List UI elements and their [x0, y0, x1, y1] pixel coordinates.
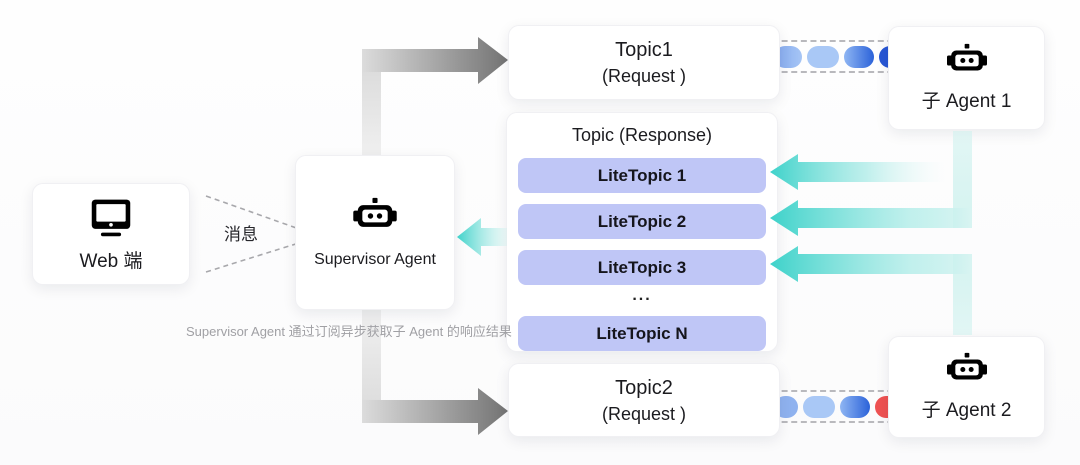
response-arrow-litetopic2: [770, 200, 972, 236]
topic1-title: Topic1: [615, 39, 673, 61]
web-client-label: Web 端: [79, 250, 143, 272]
queue-message-pill: [774, 45, 802, 68]
node-topic1-request: Topic1 (Request ): [508, 25, 780, 100]
litetopic-n: LiteTopic N: [518, 316, 766, 351]
diagram-caption: Supervisor Agent 通过订阅异步获取子 Agent 的响应结果: [186, 324, 512, 339]
topic2-subtitle: (Request ): [601, 403, 687, 424]
response-arrow-litetopic3: [770, 246, 972, 282]
litetopic-ellipsis: ...: [632, 287, 652, 304]
queue-message-pill: [840, 395, 870, 418]
node-topic-response: Topic (Response) LiteTopic 1 LiteTopic 2…: [506, 112, 778, 352]
node-sub-agent-2: 子 Agent 2: [888, 336, 1045, 438]
sub-agent-2-label: 子 Agent 2: [921, 400, 1012, 421]
message-queue-topic1: [772, 40, 905, 73]
sub-agent-2-response-line: [953, 254, 972, 335]
queue-message-pill: [803, 395, 835, 418]
message-queue-topic2: [772, 390, 903, 423]
robot-icon: [353, 197, 397, 227]
node-web-client: Web 端: [32, 183, 190, 285]
node-supervisor-agent: Supervisor Agent: [295, 155, 455, 310]
litetopic-2: LiteTopic 2: [518, 204, 766, 239]
sub-agent-1-label: 子 Agent 1: [921, 91, 1012, 112]
sub-agent-1-response-line: [953, 131, 972, 228]
robot-icon: [946, 43, 987, 71]
message-label: 消息: [224, 225, 258, 244]
supervisor-agent-label: Supervisor Agent: [314, 250, 436, 268]
queue-message-pill: [844, 45, 874, 68]
node-sub-agent-1: 子 Agent 1: [888, 26, 1045, 130]
topic-response-title: Topic (Response): [571, 125, 713, 145]
litetopic-1: LiteTopic 1: [518, 158, 766, 193]
response-arrow-litetopic1: [770, 154, 945, 190]
topic1-subtitle: (Request ): [601, 66, 687, 86]
monitor-icon: [91, 199, 131, 236]
litetopic-3: LiteTopic 3: [518, 250, 766, 285]
litetopic-list: LiteTopic 1 LiteTopic 2 LiteTopic 3 ... …: [507, 158, 777, 351]
request-arrow-topic1: [362, 37, 508, 156]
node-topic2-request: Topic2 (Request ): [508, 363, 780, 437]
robot-icon: [946, 352, 987, 380]
queue-message-pill: [774, 395, 798, 418]
topic2-title: Topic2: [615, 376, 673, 399]
response-arrow-supervisor: [457, 218, 507, 256]
queue-message-pill: [807, 45, 839, 68]
